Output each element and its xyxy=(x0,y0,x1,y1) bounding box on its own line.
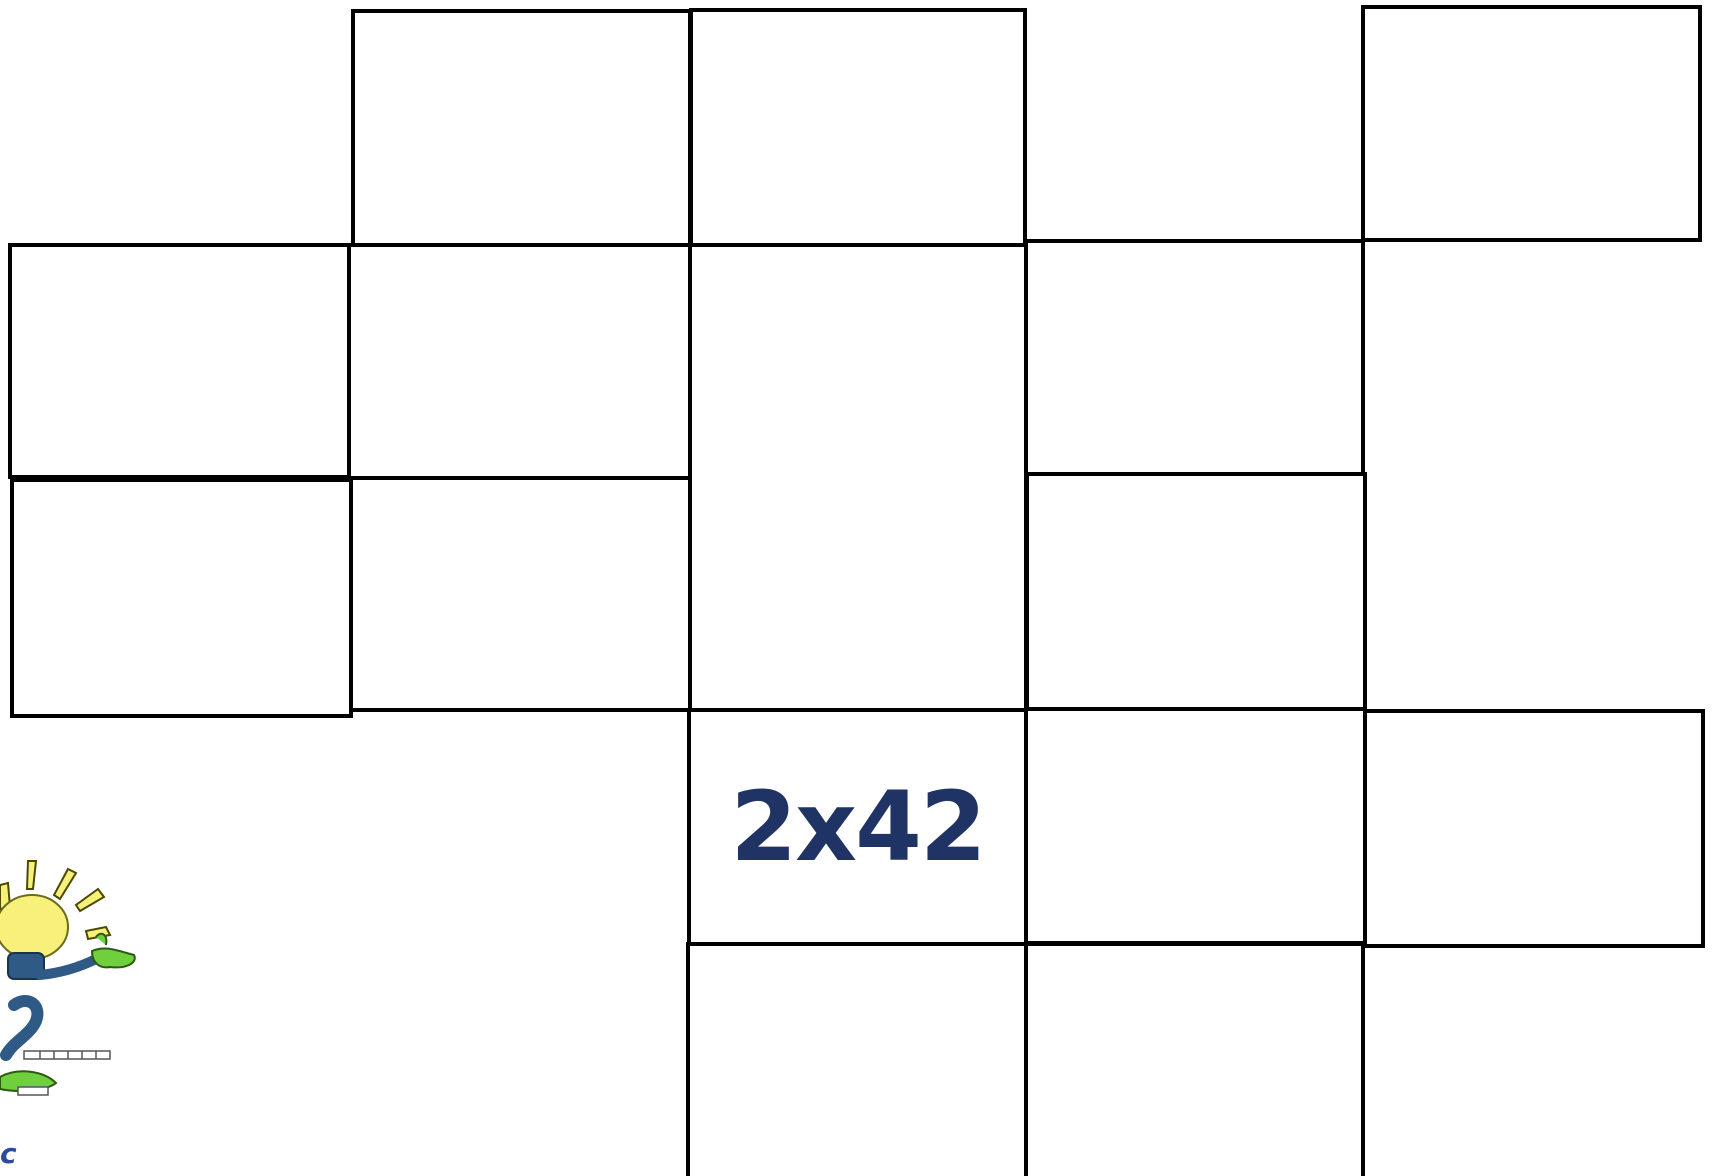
grid-cell xyxy=(1024,707,1367,945)
grid-cell xyxy=(686,942,1028,1176)
grid-cell xyxy=(1024,239,1365,476)
mascot-caption: c xyxy=(0,1140,17,1168)
grid-cell xyxy=(689,8,1027,247)
grid-cell xyxy=(1361,5,1702,242)
clue-cell: 2x42 xyxy=(687,708,1028,946)
grid-cell xyxy=(688,243,1028,712)
grid-cell xyxy=(347,243,692,480)
lightbulb-character-icon xyxy=(0,855,140,1115)
grid-cell xyxy=(1363,709,1705,948)
grid-cell xyxy=(349,476,692,712)
grid-cell xyxy=(8,243,351,479)
grid-cell xyxy=(1025,472,1367,712)
grid-cell xyxy=(1024,942,1365,1176)
grid-cell xyxy=(10,478,353,718)
clue-text: 2x42 xyxy=(691,779,1024,875)
grid-cell xyxy=(351,9,692,247)
